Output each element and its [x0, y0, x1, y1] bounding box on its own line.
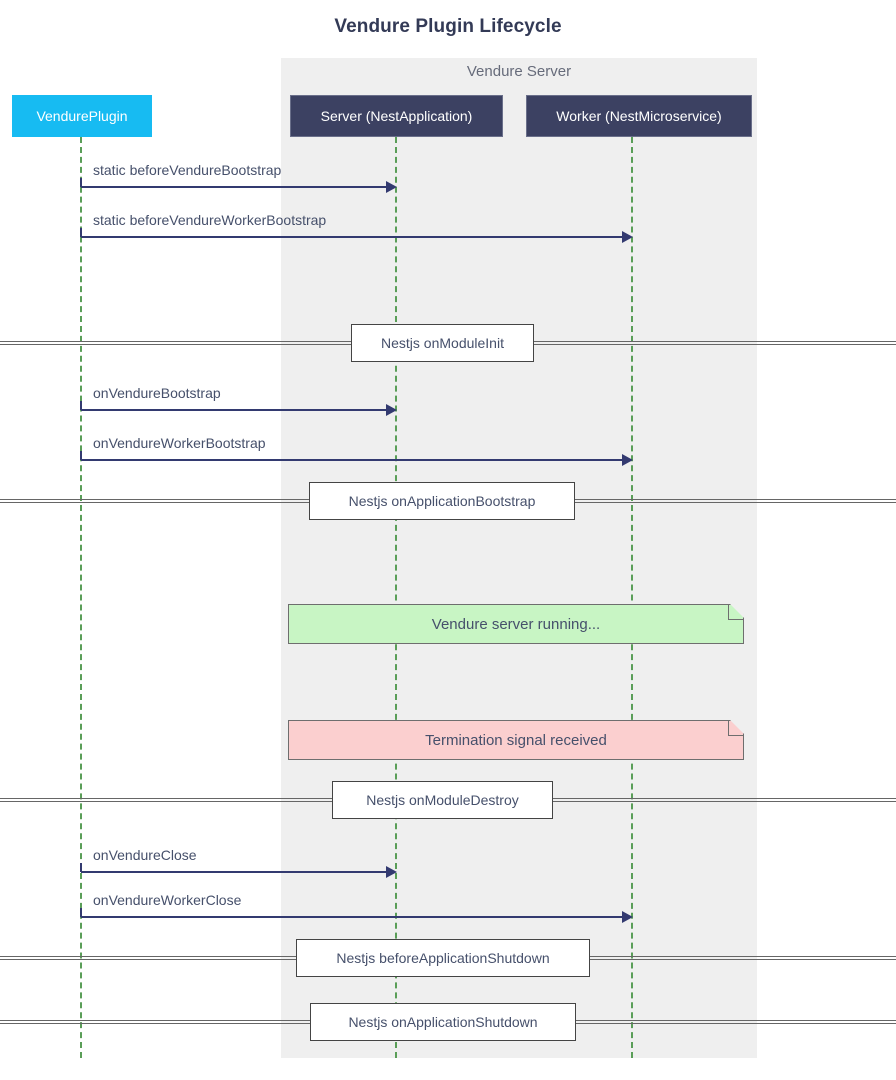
message-tail: [80, 401, 82, 410]
actor-box-server[interactable]: Server (NestApplication): [290, 95, 503, 137]
page-title: Vendure Plugin Lifecycle: [334, 16, 562, 37]
divider-label-box: Nestjs onModuleDestroy: [332, 781, 553, 819]
lifeline-plugin: [80, 137, 82, 1058]
message-label: onVendureWorkerBootstrap: [93, 435, 266, 451]
group-label: Vendure Server: [466, 63, 572, 80]
message-arrow-head: [622, 231, 633, 243]
message-label: static beforeVendureBootstrap: [93, 162, 282, 178]
message-tail: [80, 908, 82, 917]
note-box: Termination signal received: [288, 720, 744, 760]
lifeline-server: [395, 137, 397, 1058]
divider-label-box: Nestjs onApplicationBootstrap: [309, 482, 575, 520]
actor-box-vendureplugin[interactable]: VendurePlugin: [12, 95, 152, 137]
actor-label-worker: Worker (NestMicroservice): [556, 108, 722, 124]
message-tail: [80, 863, 82, 872]
actor-box-worker[interactable]: Worker (NestMicroservice): [526, 95, 752, 137]
group-box-vendure-server: [281, 58, 757, 1058]
message-arrow-head: [386, 181, 397, 193]
divider-label-box: Nestjs onModuleInit: [351, 324, 534, 362]
message-label: static beforeVendureWorkerBootstrap: [93, 212, 327, 228]
message-arrow-line: [81, 916, 624, 918]
message-arrow-head: [622, 911, 633, 923]
message-arrow-line: [81, 871, 388, 873]
note-fold-corner-icon: [728, 721, 743, 736]
divider-label-box: Nestjs beforeApplicationShutdown: [296, 939, 590, 977]
divider-label: Nestjs onApplicationShutdown: [348, 1014, 538, 1030]
message-arrow-line: [81, 186, 388, 188]
note-label: Vendure server running...: [431, 615, 601, 633]
divider-label: Nestjs beforeApplicationShutdown: [336, 950, 550, 966]
divider-label-box: Nestjs onApplicationShutdown: [310, 1003, 576, 1041]
message-arrow-head: [386, 404, 397, 416]
actor-label-server: Server (NestApplication): [320, 108, 473, 124]
note-box: Vendure server running...: [288, 604, 744, 644]
message-tail: [80, 228, 82, 237]
message-arrow-line: [81, 459, 624, 461]
message-arrow-line: [81, 236, 624, 238]
message-arrow-head: [622, 454, 633, 466]
actor-label-vendureplugin: VendurePlugin: [36, 108, 128, 124]
note-label: Termination signal received: [425, 731, 607, 749]
message-label: onVendureClose: [93, 847, 197, 863]
divider-label: Nestjs onApplicationBootstrap: [348, 493, 536, 509]
divider-label: Nestjs onModuleDestroy: [366, 792, 519, 808]
divider-label: Nestjs onModuleInit: [381, 335, 504, 351]
message-label: onVendureWorkerClose: [93, 892, 242, 908]
message-arrow-head: [386, 866, 397, 878]
note-fold-corner-icon: [728, 605, 743, 620]
message-tail: [80, 178, 82, 187]
message-tail: [80, 451, 82, 460]
lifeline-worker: [631, 137, 633, 1058]
message-arrow-line: [81, 409, 388, 411]
message-label: onVendureBootstrap: [93, 385, 221, 401]
